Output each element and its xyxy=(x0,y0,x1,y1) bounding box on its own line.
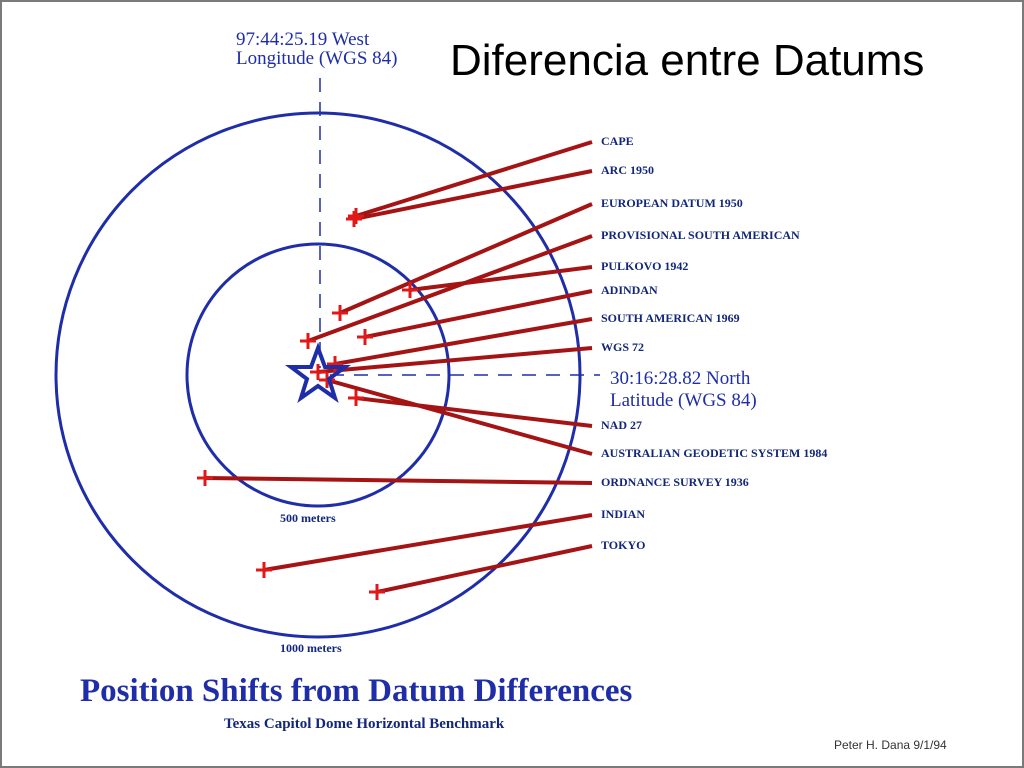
slide-title: Diferencia entre Datums xyxy=(450,36,925,85)
plus-icon-pulkovo-1942 xyxy=(402,282,418,298)
plus-icon-ordnance-survey-1936 xyxy=(197,470,213,486)
latitude-label: 30:16:28.82 North Latitude (WGS 84) xyxy=(610,368,757,412)
datum-label-indian: INDIAN xyxy=(601,507,646,521)
datum-label-provisional-south-american: PROVISIONAL SOUTH AMERICAN xyxy=(601,228,800,242)
shift-line-wgs-72 xyxy=(317,346,593,374)
datum-label-nad-27: NAD 27 xyxy=(601,418,642,432)
plus-icon-indian xyxy=(256,562,272,578)
ring-500m xyxy=(185,242,451,508)
longitude-label: 97:44:25.19 West Longitude (WGS 84) xyxy=(236,30,397,68)
shift-line-adindan xyxy=(364,289,593,339)
plus-icon-european-datum-1950 xyxy=(332,305,348,321)
shift-line-pulkovo-1942 xyxy=(409,265,593,292)
plus-icon-adindan xyxy=(357,329,373,345)
shift-line-nad-27 xyxy=(355,396,593,428)
subtitle: Texas Capitol Dome Horizontal Benchmark xyxy=(224,716,505,732)
plus-icon-wgs-72 xyxy=(310,364,326,380)
shift-line-australian-geodetic-system-1984 xyxy=(326,378,593,456)
plus-icon-provisional-south-american xyxy=(300,333,316,349)
plus-icon-cape xyxy=(348,208,364,224)
plus-icon-nad-27 xyxy=(348,390,364,406)
reference-star-icon xyxy=(285,342,351,404)
plus-icon-arc-1950 xyxy=(346,211,362,227)
datum-label-south-american-1969: SOUTH AMERICAN 1969 xyxy=(601,311,740,325)
datum-label-adindan: ADINDAN xyxy=(601,283,658,297)
shift-line-ordnance-survey-1936 xyxy=(204,476,593,485)
datum-label-australian-geodetic-system-1984: AUSTRALIAN GEODETIC SYSTEM 1984 xyxy=(601,446,828,460)
plus-icon-south-american-1969 xyxy=(327,356,343,372)
ring-label-500m: 500 meters xyxy=(280,511,336,525)
datum-label-ordnance-survey-1936: ORDNANCE SURVEY 1936 xyxy=(601,475,749,489)
shift-line-south-american-1969 xyxy=(334,317,593,366)
latitude-label-line1: 30:16:28.82 North xyxy=(610,368,751,389)
plus-icon-tokyo xyxy=(369,584,385,600)
shift-line-indian xyxy=(263,513,593,572)
shift-line-tokyo xyxy=(376,544,593,594)
datum-label-wgs-72: WGS 72 xyxy=(601,340,645,354)
author-credit: Peter H. Dana 9/1/94 xyxy=(834,738,947,752)
shift-line-european-datum-1950 xyxy=(339,202,593,315)
datum-label-tokyo: TOKYO xyxy=(601,538,646,552)
datum-label-european-datum-1950: EUROPEAN DATUM 1950 xyxy=(601,196,743,210)
shift-line-arc-1950 xyxy=(353,169,593,221)
latitude-label-line2: Latitude (WGS 84) xyxy=(610,390,757,411)
datum-label-pulkovo-1942: PULKOVO 1942 xyxy=(601,259,689,273)
main-title: Position Shifts from Datum Differences xyxy=(80,673,633,709)
longitude-label-line2: Longitude (WGS 84) xyxy=(236,48,398,69)
ring-label-1000m: 1000 meters xyxy=(280,641,342,655)
datum-label-arc-1950: ARC 1950 xyxy=(601,163,654,177)
shift-line-provisional-south-american xyxy=(307,234,593,343)
plus-icon-australian-geodetic-system-1984 xyxy=(319,372,335,388)
shift-line-cape xyxy=(355,140,593,218)
longitude-label-line1: 97:44:25.19 West xyxy=(236,29,370,50)
datum-label-cape: CAPE xyxy=(601,134,634,148)
